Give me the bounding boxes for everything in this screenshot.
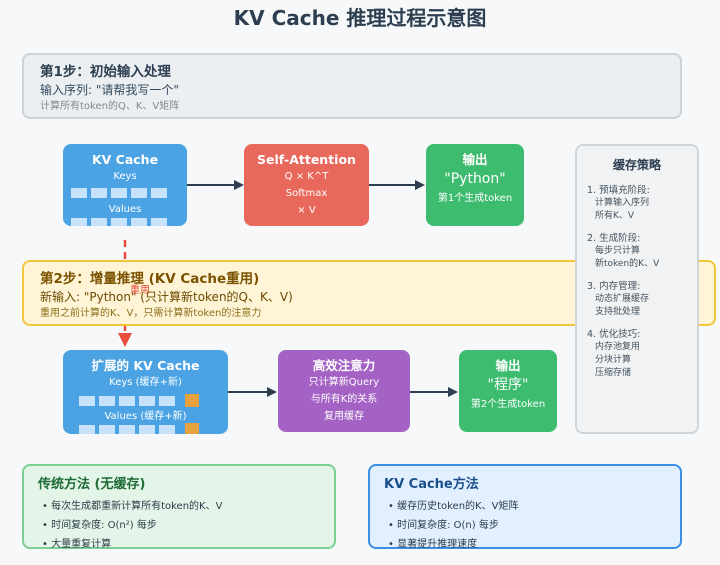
step2-note: 重用之前计算的K、V，只需计算新token的注意力: [40, 308, 262, 319]
key-cell: [139, 396, 155, 406]
value-cell: [91, 218, 107, 226]
output1-token: "Python": [444, 171, 506, 187]
strategy-item-line: 所有K、V: [595, 211, 635, 221]
step1-input: 输入序列: "请帮我写一个": [40, 83, 179, 97]
traditional-bullet: • 大量重复计算: [42, 539, 112, 550]
traditional-bullet: • 每次生成都重新计算所有token的K、V: [42, 501, 223, 512]
efficient-attention-box: 高效注意力 只计算新Query 与所有K的关系 复用缓存: [278, 350, 410, 432]
strategy-item-line: 内存池复用: [595, 342, 641, 352]
reuse-label: 重用: [130, 285, 150, 296]
strategy-item: 4. 优化技巧: 内存池复用 分块计算 压缩存储: [587, 328, 687, 380]
value-cell: [99, 425, 115, 434]
kv-cache-box: KV Cache Keys Values: [63, 144, 187, 226]
attention-times-v: × V: [297, 205, 316, 216]
kv-cache-values: Values: [108, 204, 142, 215]
output1-note: 第1个生成token: [437, 193, 513, 204]
key-cell: [71, 188, 87, 198]
strategy-item-line: 压缩存储: [595, 368, 632, 378]
efficient-line3: 复用缓存: [324, 411, 364, 422]
step2-panel: 第2步：增量推理 (KV Cache重用) 新输入: "Python" (只计算…: [22, 260, 716, 326]
strategy-title: 缓存策略: [612, 158, 661, 172]
strategy-item-head: 3. 内存管理:: [587, 281, 641, 292]
efficient-line2: 与所有K的关系: [310, 394, 378, 405]
value-cell: [151, 218, 167, 226]
strategy-item-line: 支持批处理: [595, 307, 641, 317]
output2-box: 输出 "程序" 第2个生成token: [459, 350, 557, 432]
output1-box: 输出 "Python" 第1个生成token: [426, 144, 524, 226]
key-cell: [159, 396, 175, 406]
output1-title: 输出: [462, 152, 488, 167]
value-cell: [79, 425, 95, 434]
kvmethod-bullet: • 显著提升推理速度: [388, 539, 478, 550]
step1-panel: 第1步：初始输入处理 输入序列: "请帮我写一个" 计算所有token的Q、K、…: [22, 53, 682, 119]
kv-cache-title: KV Cache: [91, 152, 159, 167]
step1-title: 第1步：初始输入处理: [40, 64, 171, 80]
key-cell: [111, 188, 127, 198]
strategy-item-line: 分块计算: [595, 355, 632, 365]
step2-input: 新输入: "Python" (只计算新token的Q、K、V): [40, 290, 293, 304]
key-cell: [91, 188, 107, 198]
strategy-item-head: 4. 优化技巧:: [587, 329, 641, 340]
value-cell: [119, 425, 135, 434]
strategy-item-head: 1. 预填充阶段:: [587, 185, 650, 196]
new-value-cell: [185, 423, 199, 434]
kv-cache-method-panel: KV Cache方法 • 缓存历史token的K、V矩阵 • 时间复杂度: O(…: [368, 464, 682, 550]
expanded-keys: Keys (缓存+新): [109, 377, 182, 388]
kvmethod-title: KV Cache方法: [384, 477, 479, 492]
output2-token: "程序": [487, 377, 529, 393]
strategy-item: 2. 生成阶段: 每步只计算 新token的K、V: [587, 232, 687, 271]
new-key-cell: [185, 394, 199, 407]
value-cell: [131, 218, 147, 226]
expanded-kv-cache-box: 扩展的 KV Cache Keys (缓存+新) Values (缓存+新): [63, 350, 228, 434]
value-cell: [159, 425, 175, 434]
key-cell: [151, 188, 167, 198]
strategy-item: 1. 预填充阶段: 计算输入序列 所有K、V: [587, 184, 687, 223]
key-cell: [119, 396, 135, 406]
step2-title: 第2步：增量推理 (KV Cache重用): [40, 271, 260, 287]
expanded-kv-cache-title: 扩展的 KV Cache: [91, 358, 200, 373]
strategy-item-line: 计算输入序列: [595, 198, 650, 208]
strategy-item-head: 2. 生成阶段:: [587, 233, 641, 244]
strategy-item-line: 动态扩展缓存: [595, 294, 650, 304]
key-cell: [131, 188, 147, 198]
key-cell: [79, 396, 95, 406]
cache-strategy-panel: 缓存策略 1. 预填充阶段: 计算输入序列 所有K、V 2. 生成阶段: 每步只…: [575, 144, 699, 434]
strategy-item-line: 每步只计算: [595, 246, 641, 256]
output2-title: 输出: [495, 358, 521, 373]
traditional-title: 传统方法 (无缓存): [38, 477, 146, 492]
self-attention-box: Self-Attention Q × K^T Softmax × V: [244, 144, 369, 226]
attention-softmax: Softmax: [285, 188, 328, 199]
efficient-line1: 只计算新Query: [308, 377, 380, 388]
expanded-values: Values (缓存+新): [104, 411, 187, 422]
kvmethod-bullet: • 缓存历史token的K、V矩阵: [388, 501, 519, 512]
value-cell: [111, 218, 127, 226]
step1-note: 计算所有token的Q、K、V矩阵: [40, 101, 180, 112]
kv-cache-keys: Keys: [113, 171, 137, 182]
strategy-item: 3. 内存管理: 动态扩展缓存 支持批处理: [587, 280, 687, 319]
attention-formula-qk: Q × K^T: [284, 171, 329, 182]
output2-note: 第2个生成token: [470, 399, 546, 410]
kvmethod-bullet: • 时间复杂度: O(n) 每步: [388, 520, 499, 531]
value-cell: [71, 218, 87, 226]
traditional-method-panel: 传统方法 (无缓存) • 每次生成都重新计算所有token的K、V • 时间复杂…: [22, 464, 336, 550]
page-title: KV Cache 推理过程示意图: [233, 6, 487, 30]
self-attention-title: Self-Attention: [257, 152, 356, 167]
strategy-item-line: 新token的K、V: [595, 259, 660, 269]
efficient-attention-title: 高效注意力: [312, 358, 376, 373]
key-cell: [99, 396, 115, 406]
value-cell: [139, 425, 155, 434]
traditional-bullet: • 时间复杂度: O(n²) 每步: [42, 520, 157, 531]
